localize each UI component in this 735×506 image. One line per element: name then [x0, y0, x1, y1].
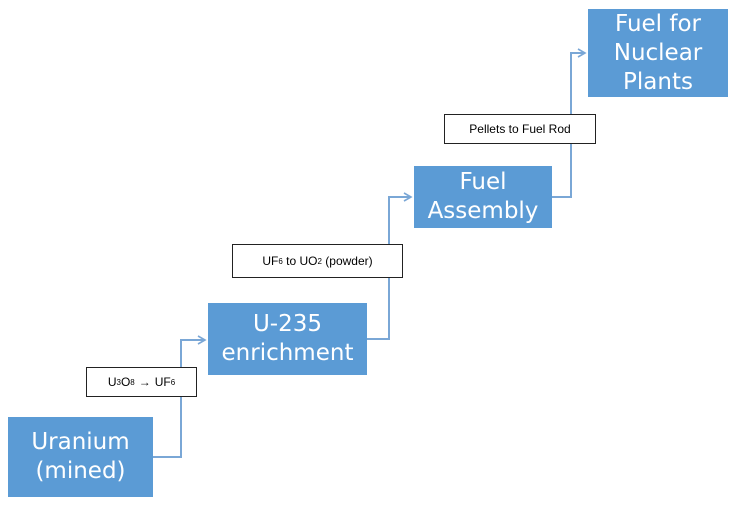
step-label-line: U-235 — [252, 311, 323, 337]
step-label-line: Uranium — [31, 429, 130, 455]
step-label-line: enrichment — [221, 340, 354, 366]
connector-arrow-1 — [153, 335, 207, 458]
step-label-line: (mined) — [35, 458, 126, 484]
formula-subscript: 6 — [170, 377, 176, 387]
step-u235-enrichment: U-235 enrichment — [208, 303, 367, 375]
formula-part: to UO — [282, 254, 318, 268]
formula-subscript: 2 — [317, 256, 322, 266]
step-fuel-assembly: Fuel Assembly — [414, 166, 552, 228]
step-label-line: Assembly — [427, 198, 539, 224]
step-label-line: Nuclear — [613, 39, 703, 66]
step-uranium-mined: Uranium (mined) — [8, 417, 153, 497]
formula-subscript: 8 — [130, 377, 135, 387]
step-fuel-for-nuclear-plants: Fuel for Nuclear Plants — [588, 9, 728, 97]
formula-part: UF — [154, 375, 171, 389]
formula-subscript: 3 — [116, 377, 121, 387]
formula-part: UF — [262, 254, 279, 268]
note-text: Pellets to Fuel Rod — [469, 122, 571, 136]
step-label-line: Plants — [623, 68, 693, 95]
formula-part: O — [120, 375, 131, 389]
formula-subscript: 6 — [278, 256, 283, 266]
note-pellets-to-fuel-rod: Pellets to Fuel Rod — [444, 114, 596, 144]
formula-part: (powder) — [321, 254, 373, 268]
right-arrow-icon: → — [138, 375, 151, 389]
step-label-line: Fuel — [459, 169, 507, 195]
formula-part: U — [107, 375, 117, 389]
step-label-line: Fuel for — [614, 10, 702, 37]
